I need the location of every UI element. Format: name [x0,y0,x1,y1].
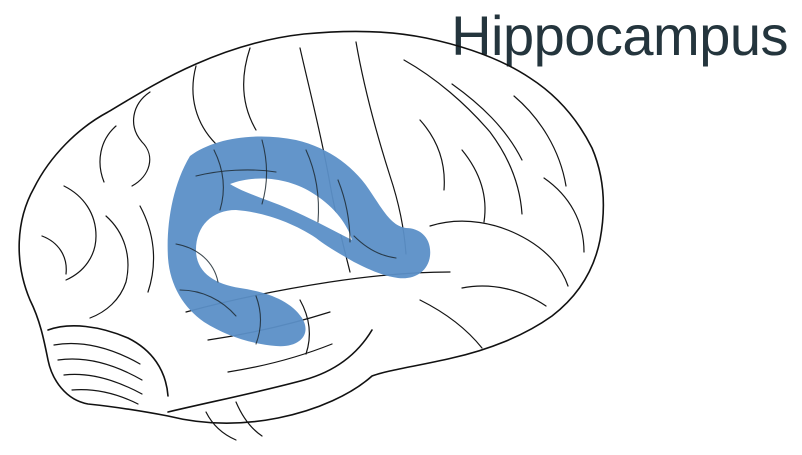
brainstem-line [236,402,262,436]
parietal-sulcus [244,48,256,130]
hippocampus-highlight [168,137,431,347]
frontal-sulcus [420,120,444,190]
brainstem-line [206,412,236,440]
frontal-sulcus [430,221,568,286]
temporal-sulcus [228,344,332,372]
frontal-sulcus [462,150,485,222]
frontal-sulcus [544,178,584,252]
parietal-sulcus [132,92,150,186]
frontal-sulcus [452,84,522,160]
parietal-sulcus [193,66,216,144]
cerebellum-outline [48,326,168,396]
frontal-sulcus [462,286,546,306]
cerebellum-fold [64,374,142,394]
frontal-sulcus [404,60,522,214]
occipital-sulcus [42,236,66,274]
frontal-sulcus [420,300,482,348]
occipital-sulcus [64,186,96,280]
frontal-sulcus [514,96,566,186]
parietal-sulcus [140,206,154,292]
parietal-sulcus [100,126,116,182]
cerebellum-fold [54,344,140,364]
